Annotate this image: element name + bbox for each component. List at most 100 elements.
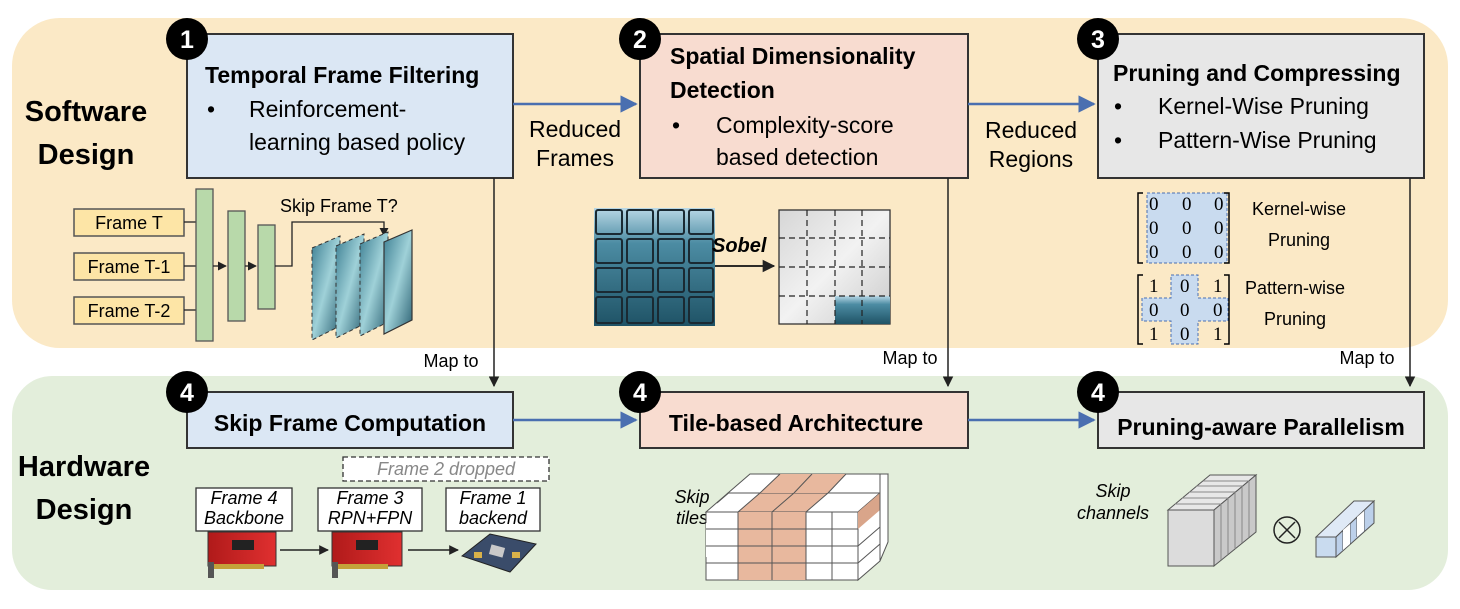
- kernel-wise-label2: Pruning: [1268, 230, 1330, 250]
- pruning-aware-parallelism-title: Pruning-aware Parallelism: [1117, 414, 1405, 440]
- skip-channels-line1: Skip: [1095, 481, 1130, 501]
- frame-t1-label: Frame T-1: [88, 257, 171, 277]
- stage-frame4-line2: Backbone: [204, 508, 284, 528]
- pattern-cell-02: 1: [1213, 276, 1223, 297]
- box1-line2: learning based policy: [249, 129, 466, 155]
- edge-map-grid: [779, 210, 890, 324]
- frame-stack-4: [383, 229, 413, 335]
- badge-3-icon: 3: [1077, 18, 1119, 60]
- box1-line1: Reinforcement-: [249, 96, 406, 122]
- kernel-cell-22: 0: [1214, 242, 1224, 263]
- frame-dropped-box: [342, 456, 550, 482]
- stage-frame3-line1: Frame 3: [336, 488, 403, 508]
- box3-item1: Kernel-Wise Pruning: [1158, 93, 1369, 119]
- pattern-highlight: [1141, 274, 1229, 345]
- kernel-cell-01: 0: [1182, 194, 1192, 215]
- box3-item2: Pattern-Wise Pruning: [1158, 127, 1377, 153]
- badge-1-icon: 1: [166, 18, 208, 60]
- stage-frame1-line1: Frame 1: [459, 488, 526, 508]
- frame-t2-label: Frame T-2: [88, 301, 171, 321]
- frame-dropped-label: Frame 2 dropped: [377, 459, 516, 479]
- pruning-compressing-box: [1097, 33, 1425, 179]
- badge-1-label: 1: [180, 26, 194, 54]
- badge-4b-icon: 4: [619, 371, 661, 413]
- skip-frame-computation-title: Skip Frame Computation: [214, 410, 486, 436]
- sobel-illustration: Sobel: [594, 208, 891, 326]
- kernel-cell-10: 0: [1149, 218, 1159, 239]
- skip-frame-question: Skip Frame T?: [280, 196, 398, 216]
- reduced-frames-line1: Reduced: [529, 116, 621, 142]
- skip-decision-arrow: [275, 221, 389, 267]
- pattern-cell-22: 1: [1213, 324, 1223, 345]
- skip-frame-computation-box: [186, 391, 514, 449]
- frame-pipeline: Frame 2 dropped Frame 4 Backbone Frame 3…: [195, 456, 550, 578]
- stage-frame1-box: [445, 487, 541, 532]
- box1-bullet: •: [207, 96, 215, 122]
- pruning-aware-parallelism-box: [1097, 391, 1425, 449]
- software-title-line1: Software: [25, 96, 147, 128]
- badge-4a-label: 4: [180, 379, 194, 407]
- multiply-icon: [1273, 516, 1301, 544]
- tile-based-architecture-title: Tile-based Architecture: [669, 410, 923, 436]
- frame-t-input: [73, 208, 185, 237]
- skip-tiles-line1: Skip: [674, 487, 709, 507]
- spatial-dimensionality-title1: Spatial Dimensionality: [670, 43, 916, 69]
- badge-4c-label: 4: [1091, 379, 1105, 407]
- badge-2-label: 2: [633, 26, 647, 54]
- pattern-cell-01: 0: [1180, 276, 1190, 297]
- kernel-highlight: [1146, 192, 1228, 264]
- channel-tensors: Skip channels: [1077, 473, 1376, 568]
- nn-layer-1: [195, 188, 214, 342]
- pattern-wise-label2: Pruning: [1264, 309, 1326, 329]
- frame-t1-input: [73, 252, 185, 281]
- badge-3-label: 3: [1091, 26, 1105, 54]
- kernel-cell-11: 0: [1182, 218, 1192, 239]
- stage-frame1-line2: backend: [459, 508, 528, 528]
- badge-2-icon: 2: [619, 18, 661, 60]
- pattern-cell-10: 0: [1149, 300, 1159, 321]
- reduced-frames-line2: Frames: [536, 145, 614, 171]
- map-to-label-1: Map to: [423, 351, 478, 371]
- map-to-label-3: Map to: [1339, 348, 1394, 368]
- hardware-title-line1: Hardware: [18, 451, 150, 483]
- nn-layer-3: [257, 224, 276, 310]
- frame-t2-input: [73, 296, 185, 325]
- pruning-compressing-title: Pruning and Compressing: [1113, 60, 1401, 86]
- kernel-wise-matrix: 0 0 0 0 0 0 0 0 0: [1137, 192, 1230, 264]
- badge-4c-icon: 4: [1077, 371, 1119, 413]
- sobel-label: Sobel: [712, 235, 767, 257]
- pattern-cell-00: 1: [1149, 276, 1159, 297]
- pattern-wise-matrix: 1 0 1 0 0 0 1 0 1: [1137, 274, 1230, 345]
- rl-policy-illustration: Frame T Frame T-1 Frame T-2 Skip Frame T…: [73, 188, 413, 342]
- stage-frame4-line1: Frame 4: [210, 488, 277, 508]
- skip-tiles-line2: tiles: [676, 508, 708, 528]
- badge-4a-icon: 4: [166, 371, 208, 413]
- stage-frame3-box: [317, 487, 423, 532]
- tile-cube: Skip tiles: [674, 473, 889, 582]
- spatial-dimensionality-box: [639, 33, 969, 179]
- source-frame-grid: [595, 209, 714, 324]
- dev-board-icon: [460, 533, 537, 573]
- map-to-label-2: Map to: [882, 348, 937, 368]
- box2-line2: based detection: [716, 144, 878, 170]
- nn-layer-2: [227, 210, 246, 322]
- fpga-card-icon-2: [331, 531, 403, 578]
- box3-bullet2: •: [1114, 127, 1122, 153]
- frame-t-label: Frame T: [95, 213, 163, 233]
- pattern-cell-20: 1: [1149, 324, 1159, 345]
- spatial-dimensionality-title2: Detection: [670, 77, 775, 103]
- box2-bullet: •: [672, 112, 680, 138]
- skip-channels-line2: channels: [1077, 503, 1149, 523]
- kernel-cell-21: 0: [1182, 242, 1192, 263]
- software-title-line2: Design: [38, 139, 135, 171]
- temporal-frame-filtering-box: [186, 33, 514, 179]
- pattern-wise-label1: Pattern-wise: [1245, 278, 1345, 298]
- box3-bullet1: •: [1114, 93, 1122, 119]
- stage-frame4-box: [195, 487, 293, 532]
- temporal-frame-filtering-title: Temporal Frame Filtering: [205, 62, 479, 88]
- kernel-wise-label1: Kernel-wise: [1252, 199, 1346, 219]
- pattern-cell-21: 0: [1180, 324, 1190, 345]
- reduced-regions-line1: Reduced: [985, 117, 1077, 143]
